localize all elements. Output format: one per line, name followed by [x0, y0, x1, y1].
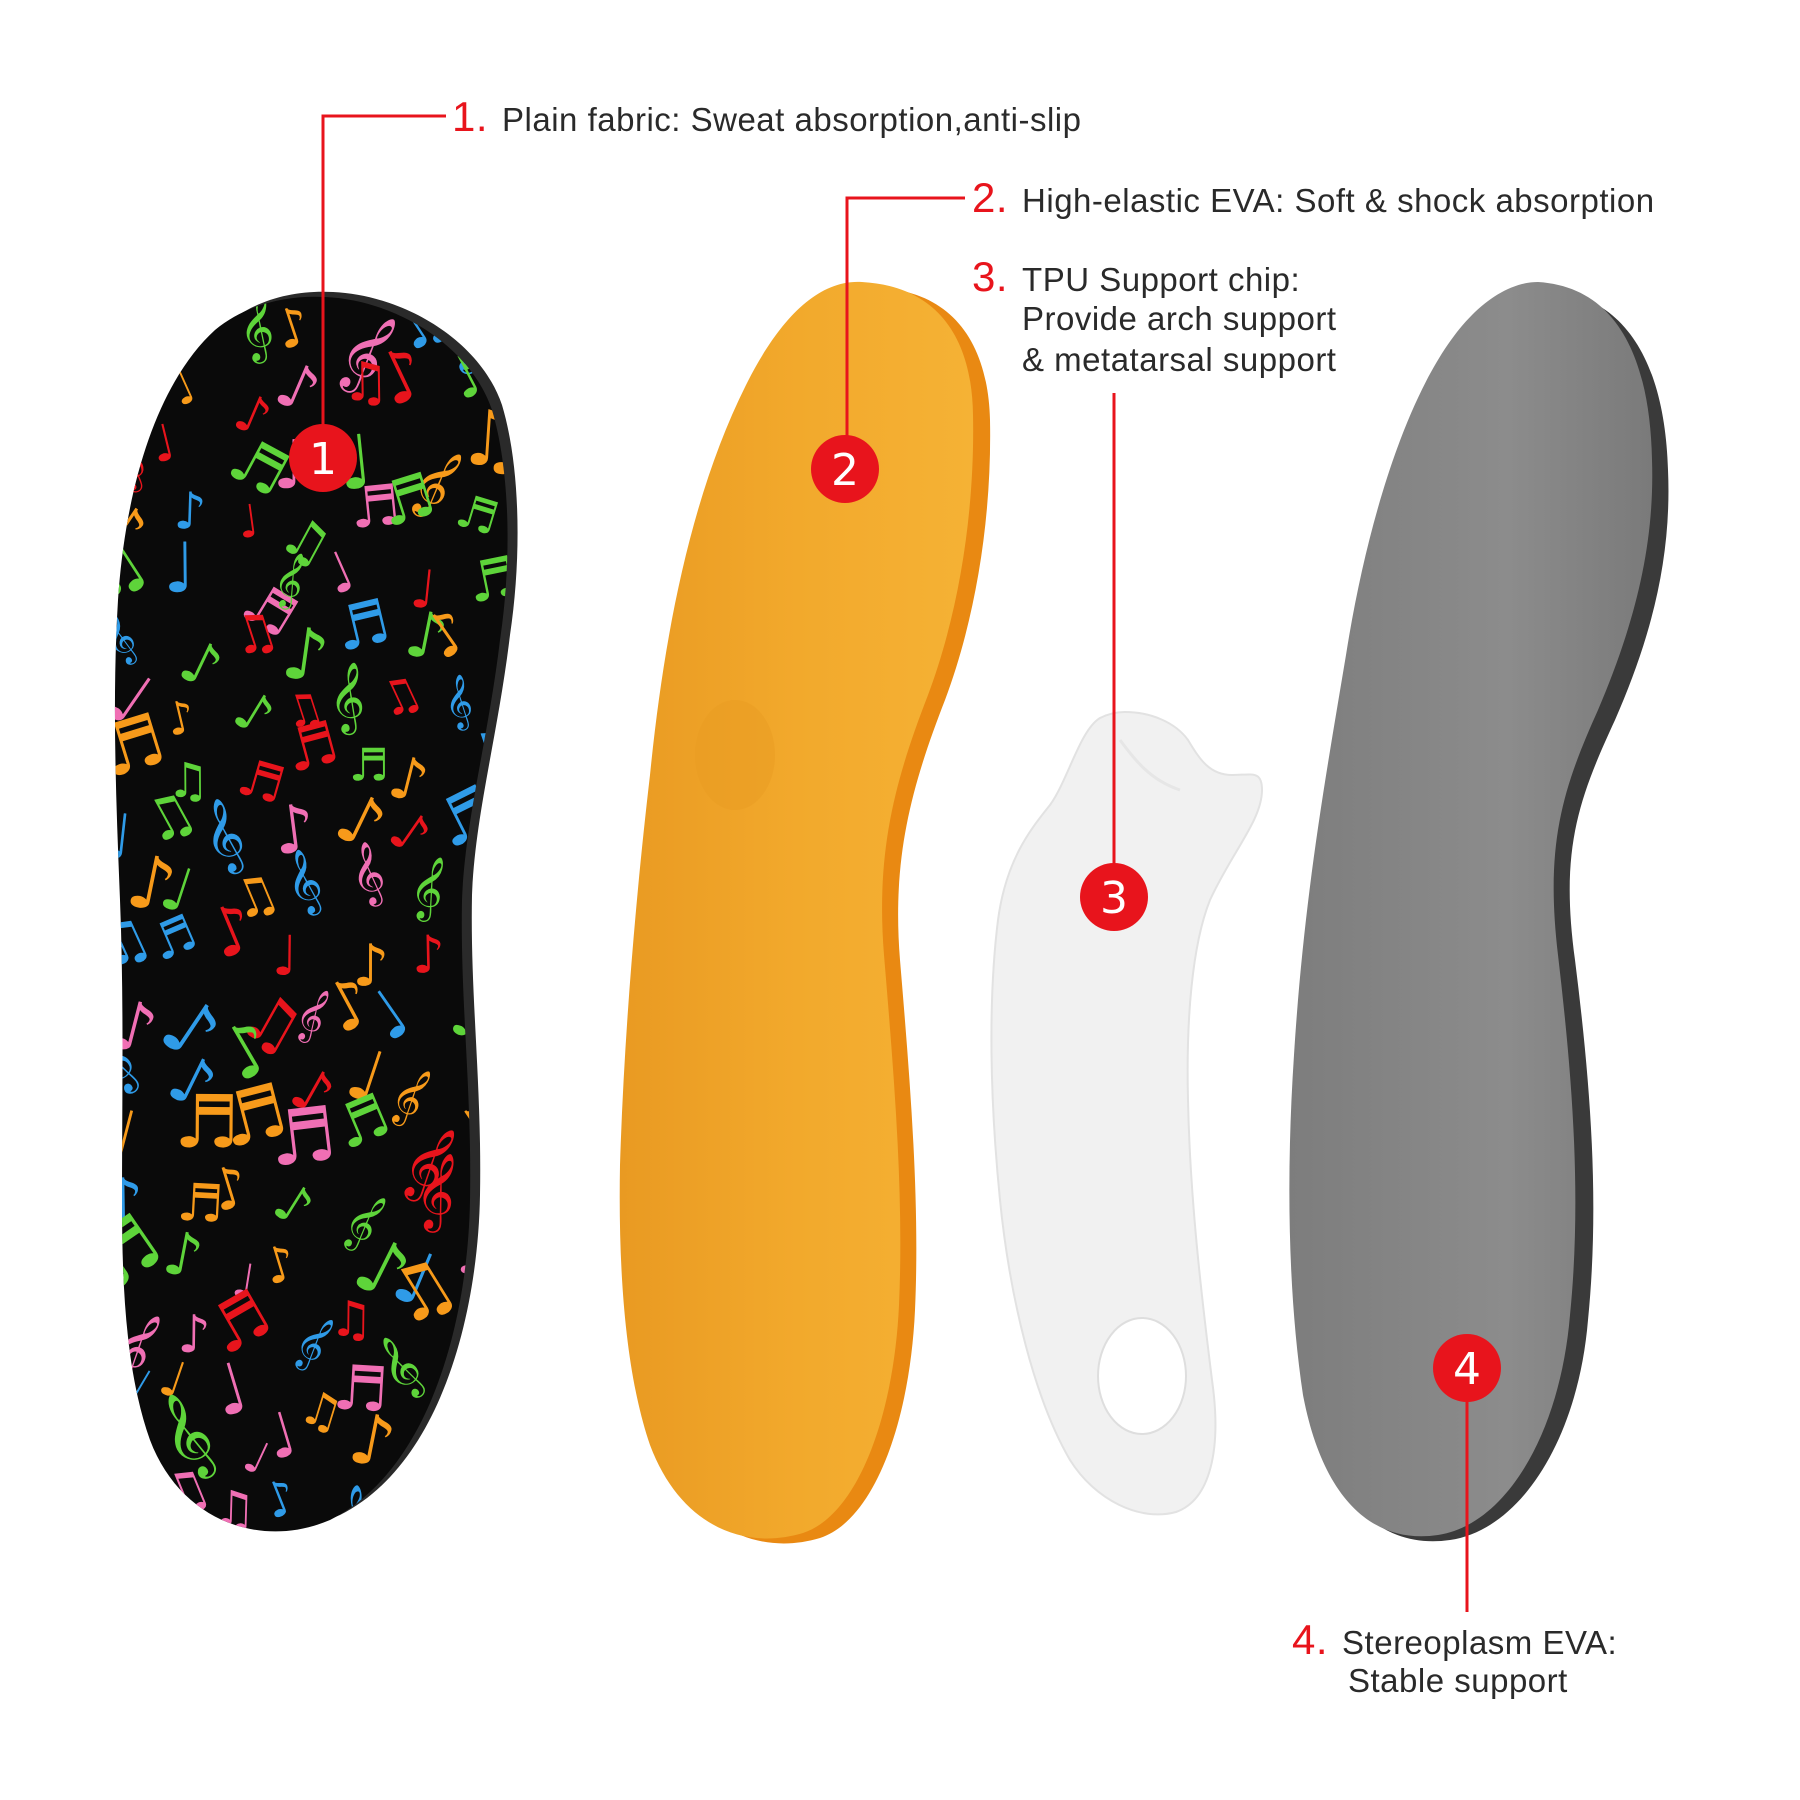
music-note-icon: ♪	[483, 1315, 553, 1409]
label-text-4b: Stable support	[1348, 1662, 1568, 1699]
music-note-icon: ♩	[163, 529, 196, 609]
music-note-icon: ♪	[173, 482, 208, 542]
music-note-icon: ♫	[460, 1449, 532, 1541]
music-note-icon: ♬	[347, 473, 404, 543]
high-elastic-eva-layer	[619, 281, 991, 1544]
music-note-icon: ♫	[341, 350, 390, 414]
music-note-icon: ♫	[396, 1481, 483, 1578]
music-note-icon: ♪	[352, 932, 389, 1000]
music-note-icon: ♬	[502, 1270, 580, 1366]
leader-line-2	[845, 196, 965, 468]
music-note-icon: ♫	[402, 1425, 454, 1488]
music-note-icon: ♪	[177, 1305, 211, 1365]
music-note-icon: ♬	[174, 1080, 240, 1165]
music-note-icon: 𝄞	[497, 287, 540, 367]
label-text-3c: & metatarsal support	[1022, 341, 1337, 378]
label-text-4a: Stereoplasm EVA:	[1342, 1624, 1618, 1661]
music-note-icon: 𝄞	[332, 1483, 370, 1560]
label-number-2: 2.	[972, 174, 1009, 221]
badge-1: 1	[289, 424, 357, 492]
music-note-icon: 𝄞	[108, 428, 150, 495]
music-note-icon: ♫	[211, 1480, 257, 1538]
music-note-icon: ♩	[272, 924, 299, 988]
music-note-icon: ♪	[213, 212, 272, 292]
music-note-icon: ♪	[510, 463, 568, 539]
music-note-icon: ♩	[507, 921, 558, 1001]
music-note-icon: ♫	[495, 1176, 552, 1243]
svg-text:3: 3	[1100, 873, 1128, 924]
music-note-icon: ♫	[488, 1404, 568, 1492]
music-note-icon: ♩	[520, 427, 554, 500]
label-text-3a: TPU Support chip:	[1022, 261, 1301, 298]
music-note-icon: ♬	[517, 1473, 600, 1567]
music-note-icon: 𝄞	[328, 661, 367, 736]
music-note-icon: ♩	[521, 721, 564, 809]
music-note-icon: ♩	[503, 806, 528, 861]
music-note-icon: ♫	[110, 285, 187, 377]
music-note-icon: ♩	[106, 366, 139, 441]
music-note-icon: 𝄞	[101, 1420, 138, 1477]
music-note-icon: ♬	[264, 1089, 341, 1184]
svg-text:2: 2	[831, 445, 859, 496]
music-note-icon: ♩	[162, 295, 189, 351]
music-note-icon: 𝄞	[477, 1229, 542, 1303]
leader-lines	[321, 114, 1469, 1612]
music-note-icon: ♩	[149, 240, 187, 317]
music-note-icon: ♪	[518, 873, 563, 933]
music-note-icon: ♩	[511, 658, 563, 749]
music-note-icon: ♪	[517, 1024, 571, 1113]
label-stereoplasm-eva: 4. Stereoplasm EVA:	[1292, 1619, 1618, 1663]
tpu-support-chip	[990, 710, 1264, 1516]
leader-line-1	[321, 114, 446, 450]
label-tpu-support-chip: 3. TPU Support chip:	[972, 256, 1301, 300]
label-text-3b: Provide arch support	[1022, 300, 1337, 337]
music-note-icon: ♬	[304, 197, 400, 305]
music-note-icon: ♪	[268, 789, 320, 871]
music-note-icon: ♬	[331, 1351, 391, 1427]
label-text-1: Plain fabric: Sweat absorption,anti-slip	[502, 101, 1082, 138]
music-note-icon: ♬	[175, 1173, 225, 1235]
plain-fabric-layer: ♬♩♪𝄞♬♫♫♫♫♩𝄞♪𝄞♫𝄞𝄞♩♩♪♪♫♪♬𝄞𝄞♩♬♩♩𝄞♫♩♪♪♩♫♬♬♬♪…	[96, 197, 602, 1578]
label-text-2: High-elastic EVA: Soft & shock absorptio…	[1022, 182, 1655, 219]
music-note-icon: ♩	[105, 1473, 149, 1536]
music-note-icon: ♬	[465, 1392, 558, 1498]
music-note-icon: ♬	[96, 237, 154, 304]
music-note-icon: 𝄞	[442, 673, 476, 733]
music-note-icon: ♫	[510, 1084, 602, 1190]
music-note-icon: 𝄞	[463, 1285, 539, 1377]
music-note-icon: ♫	[498, 261, 567, 336]
music-note-icon: ♫	[455, 242, 515, 310]
music-note-icon: ♫	[167, 753, 210, 809]
music-note-icon: ♬	[468, 1370, 511, 1426]
label-high-elastic-eva: 2. High-elastic EVA: Soft & shock absorpt…	[972, 177, 1655, 221]
svg-text:1: 1	[309, 434, 337, 485]
label-number-3: 3.	[972, 253, 1009, 300]
label-plain-fabric: 1. Plain fabric: Sweat absorption,anti-sl…	[452, 96, 1082, 140]
stereoplasm-eva-layer	[1289, 282, 1669, 1542]
label-number-1: 1.	[452, 93, 489, 140]
music-note-icon: ♫	[329, 1291, 374, 1349]
music-note-icon: ♪	[502, 969, 561, 1041]
music-note-icon: ♫	[398, 245, 468, 318]
music-note-icon: ♬	[349, 738, 390, 791]
badge-4: 4	[1433, 1334, 1501, 1402]
svg-text:4: 4	[1453, 1344, 1481, 1395]
badge-3: 3	[1080, 863, 1148, 931]
music-note-icon: ♪	[411, 925, 445, 986]
badge-2: 2	[811, 435, 879, 503]
label-number-4: 4.	[1292, 1616, 1329, 1663]
